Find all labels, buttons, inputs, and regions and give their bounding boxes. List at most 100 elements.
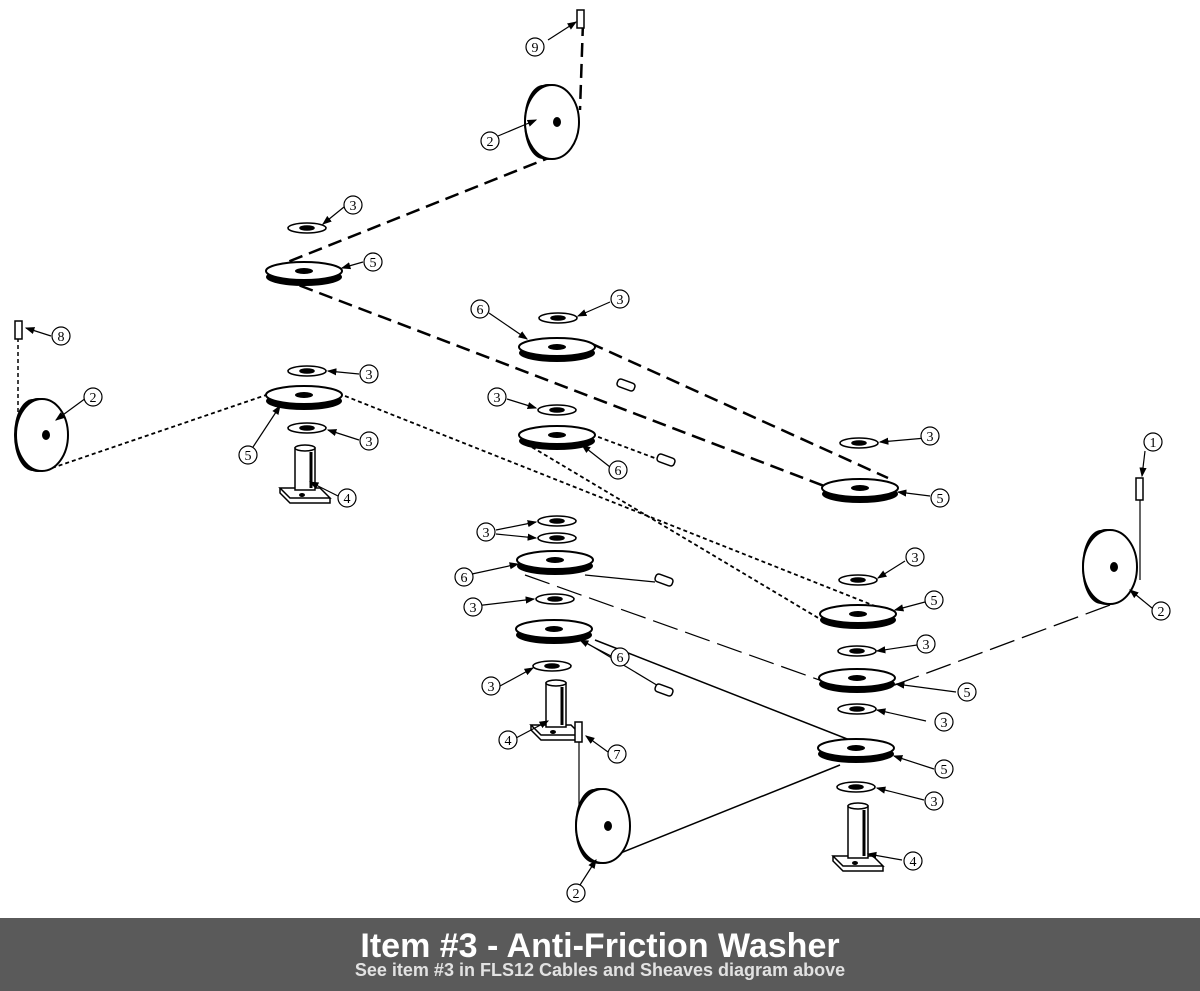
callout-2-left: 2: [83, 387, 103, 407]
svg-text:2: 2: [487, 135, 494, 150]
svg-text:3: 3: [912, 551, 919, 566]
sheave-5-f: [817, 738, 895, 763]
svg-text:6: 6: [617, 651, 624, 666]
cable-sheave-diagram: 9 2 3 5 8 2 3 3 5 4 6 3 3 6 3 5 1 3 6 3 …: [14, 9, 1171, 903]
washer-10: [839, 437, 879, 449]
sheave-5-e: [818, 668, 896, 693]
svg-text:1: 1: [1150, 436, 1157, 451]
callout-6-c: 6: [454, 567, 474, 587]
post-right: [831, 802, 885, 872]
sheave-5-d: [819, 604, 897, 629]
callout-3-g: 3: [476, 522, 496, 542]
callout-6-b: 6: [608, 460, 628, 480]
callout-2-top: 2: [480, 131, 500, 151]
svg-text:5: 5: [941, 763, 948, 778]
callout-2-bottom: 2: [566, 883, 586, 903]
washer-11: [838, 574, 878, 586]
cable-thin-dash-4: [584, 574, 656, 583]
callout-2-right: 2: [1151, 601, 1171, 621]
vertical-sheave-bottom: [575, 788, 631, 864]
vertical-sheave-right: [1082, 529, 1138, 605]
svg-text:3: 3: [483, 526, 490, 541]
callout-3-k: 3: [481, 676, 501, 696]
callout-6-d: 6: [610, 647, 630, 667]
svg-text:5: 5: [370, 256, 377, 271]
washer-1: [287, 222, 327, 234]
svg-text:3: 3: [931, 795, 938, 810]
ferrule-8: [14, 320, 23, 340]
callout-6-a: 6: [470, 299, 490, 319]
sheave-5-b: [265, 385, 343, 410]
cable-short-dash-3: [344, 395, 891, 613]
sheave-5-a: [265, 261, 343, 286]
svg-text:3: 3: [350, 199, 357, 214]
leader-lines: [24, 21, 1153, 886]
svg-text:5: 5: [937, 492, 944, 507]
callout-4-middle: 4: [498, 730, 518, 750]
vertical-sheave-left: [14, 398, 69, 472]
svg-text:7: 7: [614, 748, 621, 763]
svg-text:8: 8: [58, 330, 65, 345]
washer-7: [537, 532, 577, 544]
svg-text:3: 3: [488, 680, 495, 695]
svg-text:5: 5: [964, 686, 971, 701]
sheave-6-a: [518, 337, 596, 362]
callout-1: 1: [1143, 432, 1163, 452]
svg-text:4: 4: [910, 855, 917, 870]
anti-friction-washers: [287, 222, 879, 793]
svg-text:3: 3: [923, 638, 930, 653]
washer-5: [537, 404, 577, 416]
pin-3: [654, 573, 674, 587]
sheave-6-b: [518, 425, 596, 450]
cable-thin-dash-3: [524, 574, 826, 683]
washer-13: [837, 703, 877, 715]
washer-14: [836, 781, 876, 793]
pins: [616, 378, 676, 697]
ferrule-1: [1135, 477, 1144, 501]
ferrule-7: [574, 721, 583, 743]
post-middle: [529, 679, 583, 741]
washer-4: [538, 312, 578, 324]
callout-5-b: 5: [238, 445, 258, 465]
svg-text:3: 3: [494, 391, 501, 406]
washer-9: [532, 660, 572, 672]
pin-1: [616, 378, 636, 392]
callout-3-c: 3: [359, 431, 379, 451]
cable-short-dash-2: [51, 391, 276, 469]
callout-3-l: 3: [934, 712, 954, 732]
cable-short-dash-5: [584, 431, 661, 461]
svg-text:6: 6: [461, 571, 468, 586]
svg-text:3: 3: [941, 716, 948, 731]
washer-3: [287, 422, 327, 434]
callout-labels: 9 2 3 5 8 2 3 3 5 4 6 3 3 6 3 5 1 3 6 3 …: [51, 37, 1171, 903]
callout-5-d: 5: [924, 590, 944, 610]
caption-bar: Item #3 - Anti-Friction Washer See item …: [0, 918, 1200, 991]
svg-text:3: 3: [366, 368, 373, 383]
cable-thin-dash-2: [891, 604, 1111, 687]
sheave-6-c: [516, 550, 594, 575]
pin-4: [654, 683, 674, 697]
svg-text:4: 4: [505, 734, 512, 749]
callout-4-left: 4: [337, 488, 357, 508]
ferrule-9: [576, 9, 585, 29]
washer-6: [537, 515, 577, 527]
callout-8: 8: [51, 326, 71, 346]
svg-text:3: 3: [470, 601, 477, 616]
callout-9-text: 9: [532, 41, 539, 56]
cable-ends: [14, 9, 1144, 743]
svg-text:2: 2: [90, 391, 97, 406]
callout-3-i: 3: [463, 597, 483, 617]
callout-3-a: 3: [343, 195, 363, 215]
callout-4-right: 4: [903, 851, 923, 871]
pin-2: [656, 453, 676, 467]
svg-text:3: 3: [927, 430, 934, 445]
callout-7: 7: [607, 744, 627, 764]
callout-3-b: 3: [359, 364, 379, 384]
caption-subtitle: See item #3 in FLS12 Cables and Sheaves …: [354, 960, 846, 980]
washer-2: [287, 365, 327, 377]
callout-5-c: 5: [930, 488, 950, 508]
callout-3-e: 3: [487, 387, 507, 407]
cable-long-dash-3: [279, 276, 841, 494]
sheave-6-d: [515, 619, 593, 644]
horizontal-sheaves: [265, 261, 899, 763]
